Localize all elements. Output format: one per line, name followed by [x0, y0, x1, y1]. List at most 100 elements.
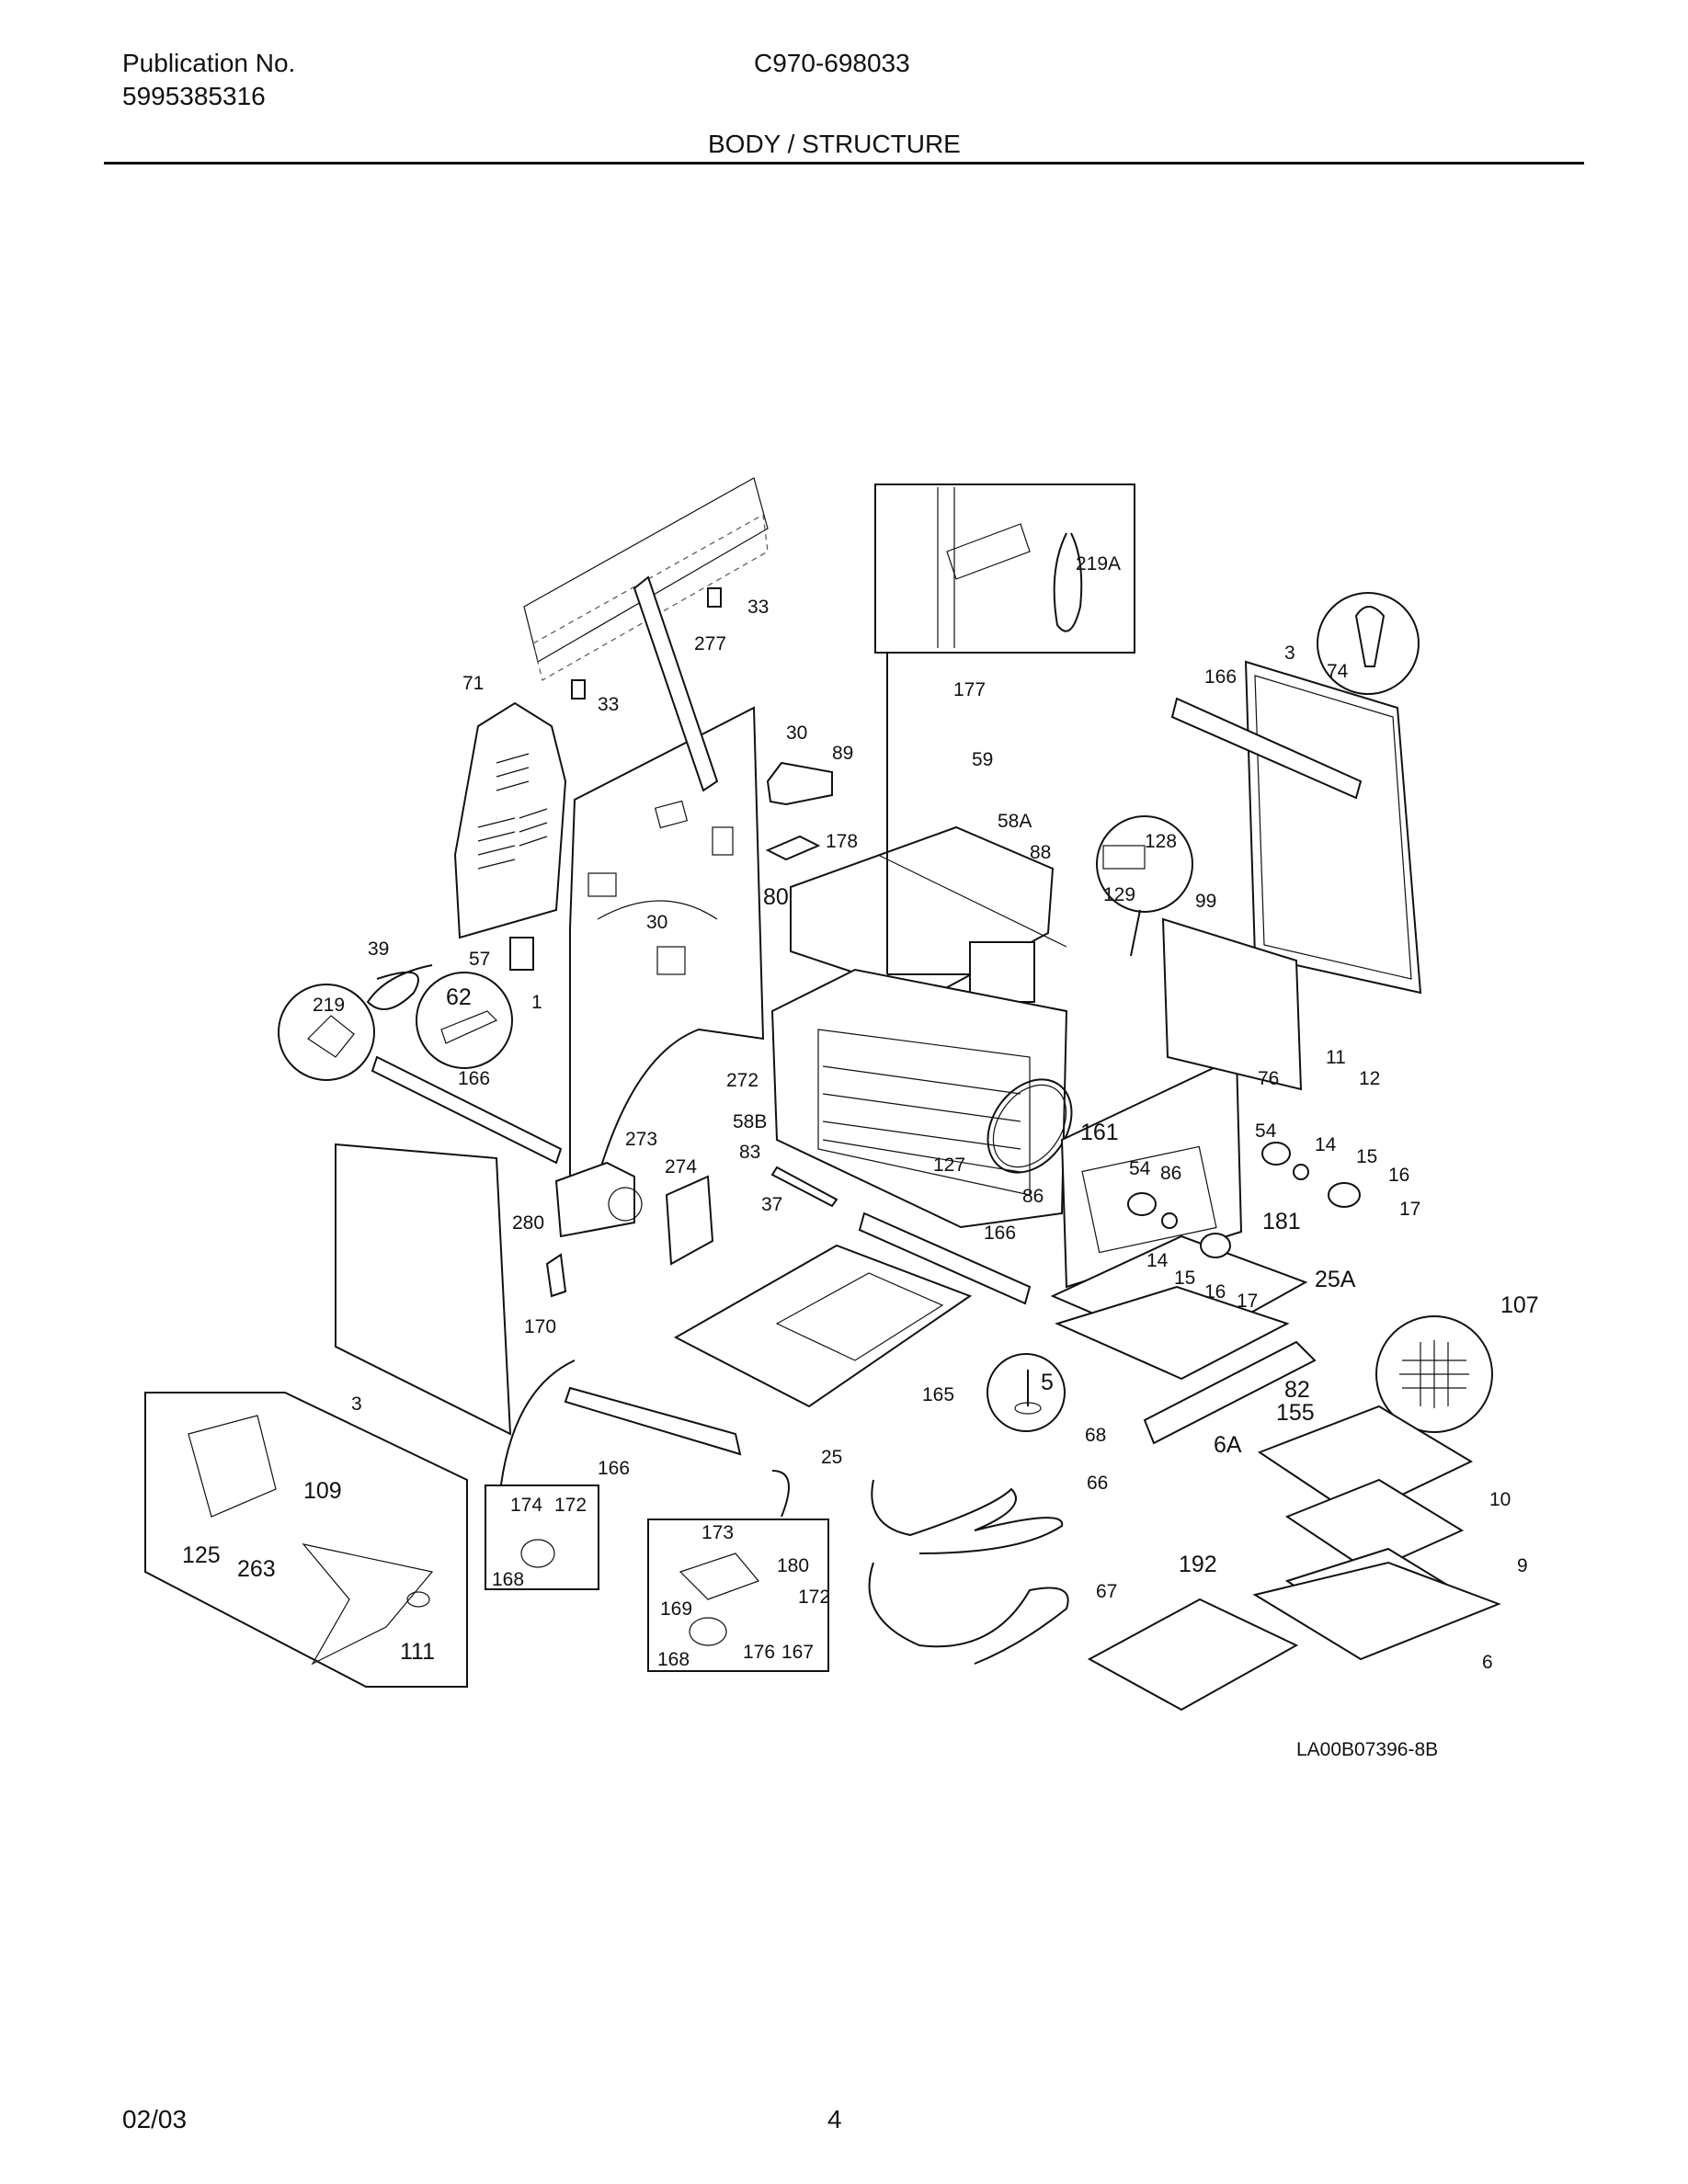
part-label: 82: [1284, 1377, 1310, 1403]
part-label: 277: [694, 633, 726, 654]
part-label: 173: [701, 1522, 734, 1543]
leveler-inset-right-drawing: [647, 1470, 829, 1672]
part-label: 67: [1096, 1581, 1117, 1602]
part-label: 178: [826, 831, 858, 852]
part-label: 192: [1179, 1552, 1217, 1577]
broil-element-67-drawing: [868, 1562, 1069, 1665]
part-label: 37: [761, 1194, 782, 1215]
part-label: 80: [763, 884, 789, 910]
part-label: 66: [1087, 1473, 1108, 1494]
part-label: 177: [953, 679, 986, 700]
part-label: 272: [726, 1070, 758, 1091]
part-label: 5: [1041, 1370, 1054, 1395]
part-label: 17: [1399, 1199, 1420, 1220]
part-label: 219: [313, 995, 345, 1016]
part-label: 39: [368, 938, 389, 960]
part-label: 129: [1103, 884, 1135, 905]
header-rule: [104, 162, 1584, 165]
switch-273-280-drawing: [554, 1161, 714, 1266]
part-label: 3: [351, 1393, 362, 1415]
door-frame-76-drawing: [1060, 1055, 1243, 1289]
part-label: 15: [1356, 1146, 1377, 1167]
part-label: 9: [1517, 1555, 1528, 1576]
part-label: 263: [237, 1556, 276, 1582]
bracket-170-drawing: [545, 1253, 567, 1298]
part-label: 125: [182, 1542, 221, 1568]
part-label: 107: [1500, 1292, 1539, 1318]
detail-62-drawing: [416, 972, 513, 1069]
part-label: 14: [1146, 1250, 1169, 1271]
model-number: C970-698033: [754, 49, 910, 77]
part-label: 172: [798, 1587, 830, 1608]
part-label: 30: [646, 912, 667, 933]
part-label: 59: [972, 749, 993, 770]
part-label: 167: [781, 1642, 814, 1663]
part-label: 166: [598, 1458, 630, 1479]
door-bottom-25a-82-155-drawing: [1050, 1234, 1317, 1445]
part-label: 155: [1276, 1400, 1315, 1426]
part-label: 33: [747, 597, 769, 618]
bracket-178-drawing: [765, 835, 821, 861]
racks-drawing: [1252, 1405, 1501, 1661]
part-label: 166: [984, 1223, 1016, 1244]
part-label: 111: [400, 1639, 435, 1665]
pole-277-drawing: [633, 575, 719, 792]
detail-leveler-5-drawing: [987, 1353, 1066, 1432]
door-trim-166-top-drawing: [1170, 697, 1363, 800]
part-label: 54: [1255, 1120, 1277, 1142]
part-label: 99: [1195, 891, 1216, 912]
part-label: 54: [1129, 1158, 1151, 1179]
panel-99-drawing: [1161, 917, 1303, 1091]
bracket-33-lower-drawing: [571, 679, 586, 700]
part-label: 169: [660, 1598, 692, 1620]
part-label: 86: [1160, 1163, 1181, 1184]
bracket-30-89-drawing: [766, 761, 833, 806]
detail-219-drawing: [278, 984, 375, 1081]
part-label: 3: [1284, 643, 1295, 664]
convection-inset-drawing: [144, 1392, 468, 1688]
power-cord-39-drawing: [366, 964, 433, 1010]
part-label: 165: [922, 1384, 954, 1405]
part-label: 16: [1388, 1165, 1409, 1186]
part-label: 17: [1237, 1291, 1258, 1312]
fan-cover-107-drawing: [1375, 1315, 1493, 1433]
knob-parts-drawing: [1127, 1142, 1361, 1258]
part-label: 174: [510, 1495, 542, 1516]
part-label: 180: [777, 1555, 809, 1576]
part-label: 62: [446, 984, 472, 1010]
part-label: 6: [1482, 1652, 1493, 1673]
part-label: 168: [492, 1569, 524, 1590]
part-label: 74: [1327, 661, 1349, 682]
part-label: 172: [554, 1495, 587, 1516]
part-label: 11: [1326, 1047, 1346, 1068]
part-label: 30: [786, 722, 807, 744]
part-label: 219A: [1076, 553, 1121, 574]
part-label: 176: [743, 1642, 775, 1663]
oven-top-cover-drawing: [790, 825, 1067, 1003]
part-label: 128: [1145, 831, 1177, 852]
oven-cavity-drawing: [770, 968, 1068, 1229]
trim-166-left-drawing: [371, 1055, 563, 1165]
part-label: 83: [739, 1142, 760, 1163]
part-label: 168: [657, 1649, 690, 1670]
part-label: 127: [933, 1155, 965, 1176]
footer-date: 02/03: [122, 2105, 188, 2133]
publication-number: 5995385316: [122, 82, 266, 110]
part-label: 170: [524, 1316, 556, 1337]
part-label: 274: [665, 1156, 697, 1177]
part-label: 58A: [998, 811, 1032, 832]
part-label: 12: [1359, 1068, 1380, 1089]
bracket-33-upper-drawing: [707, 587, 722, 608]
bar-37-drawing: [770, 1166, 838, 1208]
part-label: 88: [1030, 842, 1051, 863]
control-panel-drawing: [523, 477, 769, 681]
part-label: 86: [1022, 1186, 1044, 1207]
publication-label: Publication No.: [122, 49, 296, 77]
part-label: 57: [469, 949, 490, 970]
bake-element-66-drawing: [871, 1479, 1064, 1554]
inset-detail-219a-drawing: [874, 483, 1135, 975]
broil-pan-192-drawing: [1087, 1598, 1299, 1712]
bracket-57-drawing: [509, 937, 534, 971]
trim-166-middle-drawing: [858, 1211, 1032, 1305]
